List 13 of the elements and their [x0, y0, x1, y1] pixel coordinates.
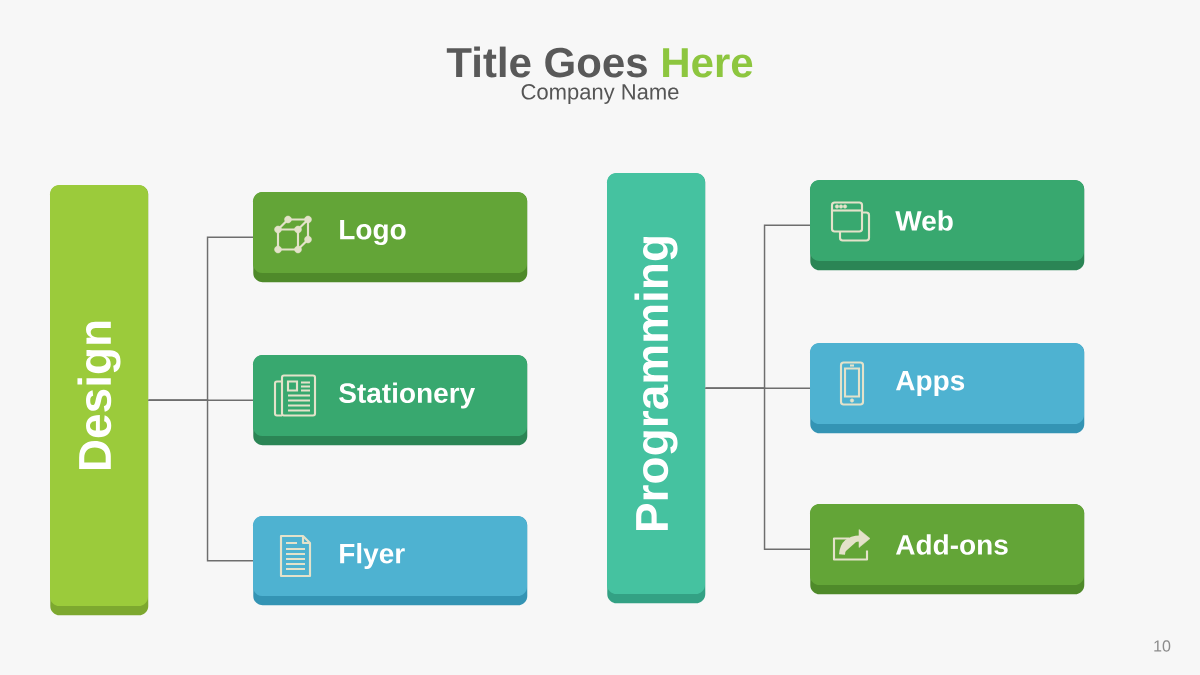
- page-number: 10: [1154, 640, 1171, 652]
- item-box: Logo: [253, 192, 528, 283]
- category-box: Design: [50, 185, 149, 616]
- item-box: Web: [810, 180, 1085, 271]
- subtitle: Company Name: [521, 84, 679, 104]
- item-box: Flyer: [253, 516, 528, 606]
- item-box: Stationery: [253, 355, 528, 446]
- item-box: Add-ons: [810, 504, 1085, 595]
- category-box: Programming: [607, 173, 706, 604]
- connector-line: [704, 387, 811, 550]
- title: Title Goes Here: [446, 46, 753, 78]
- connector-line: [147, 399, 254, 562]
- item-box: Apps: [810, 343, 1085, 434]
